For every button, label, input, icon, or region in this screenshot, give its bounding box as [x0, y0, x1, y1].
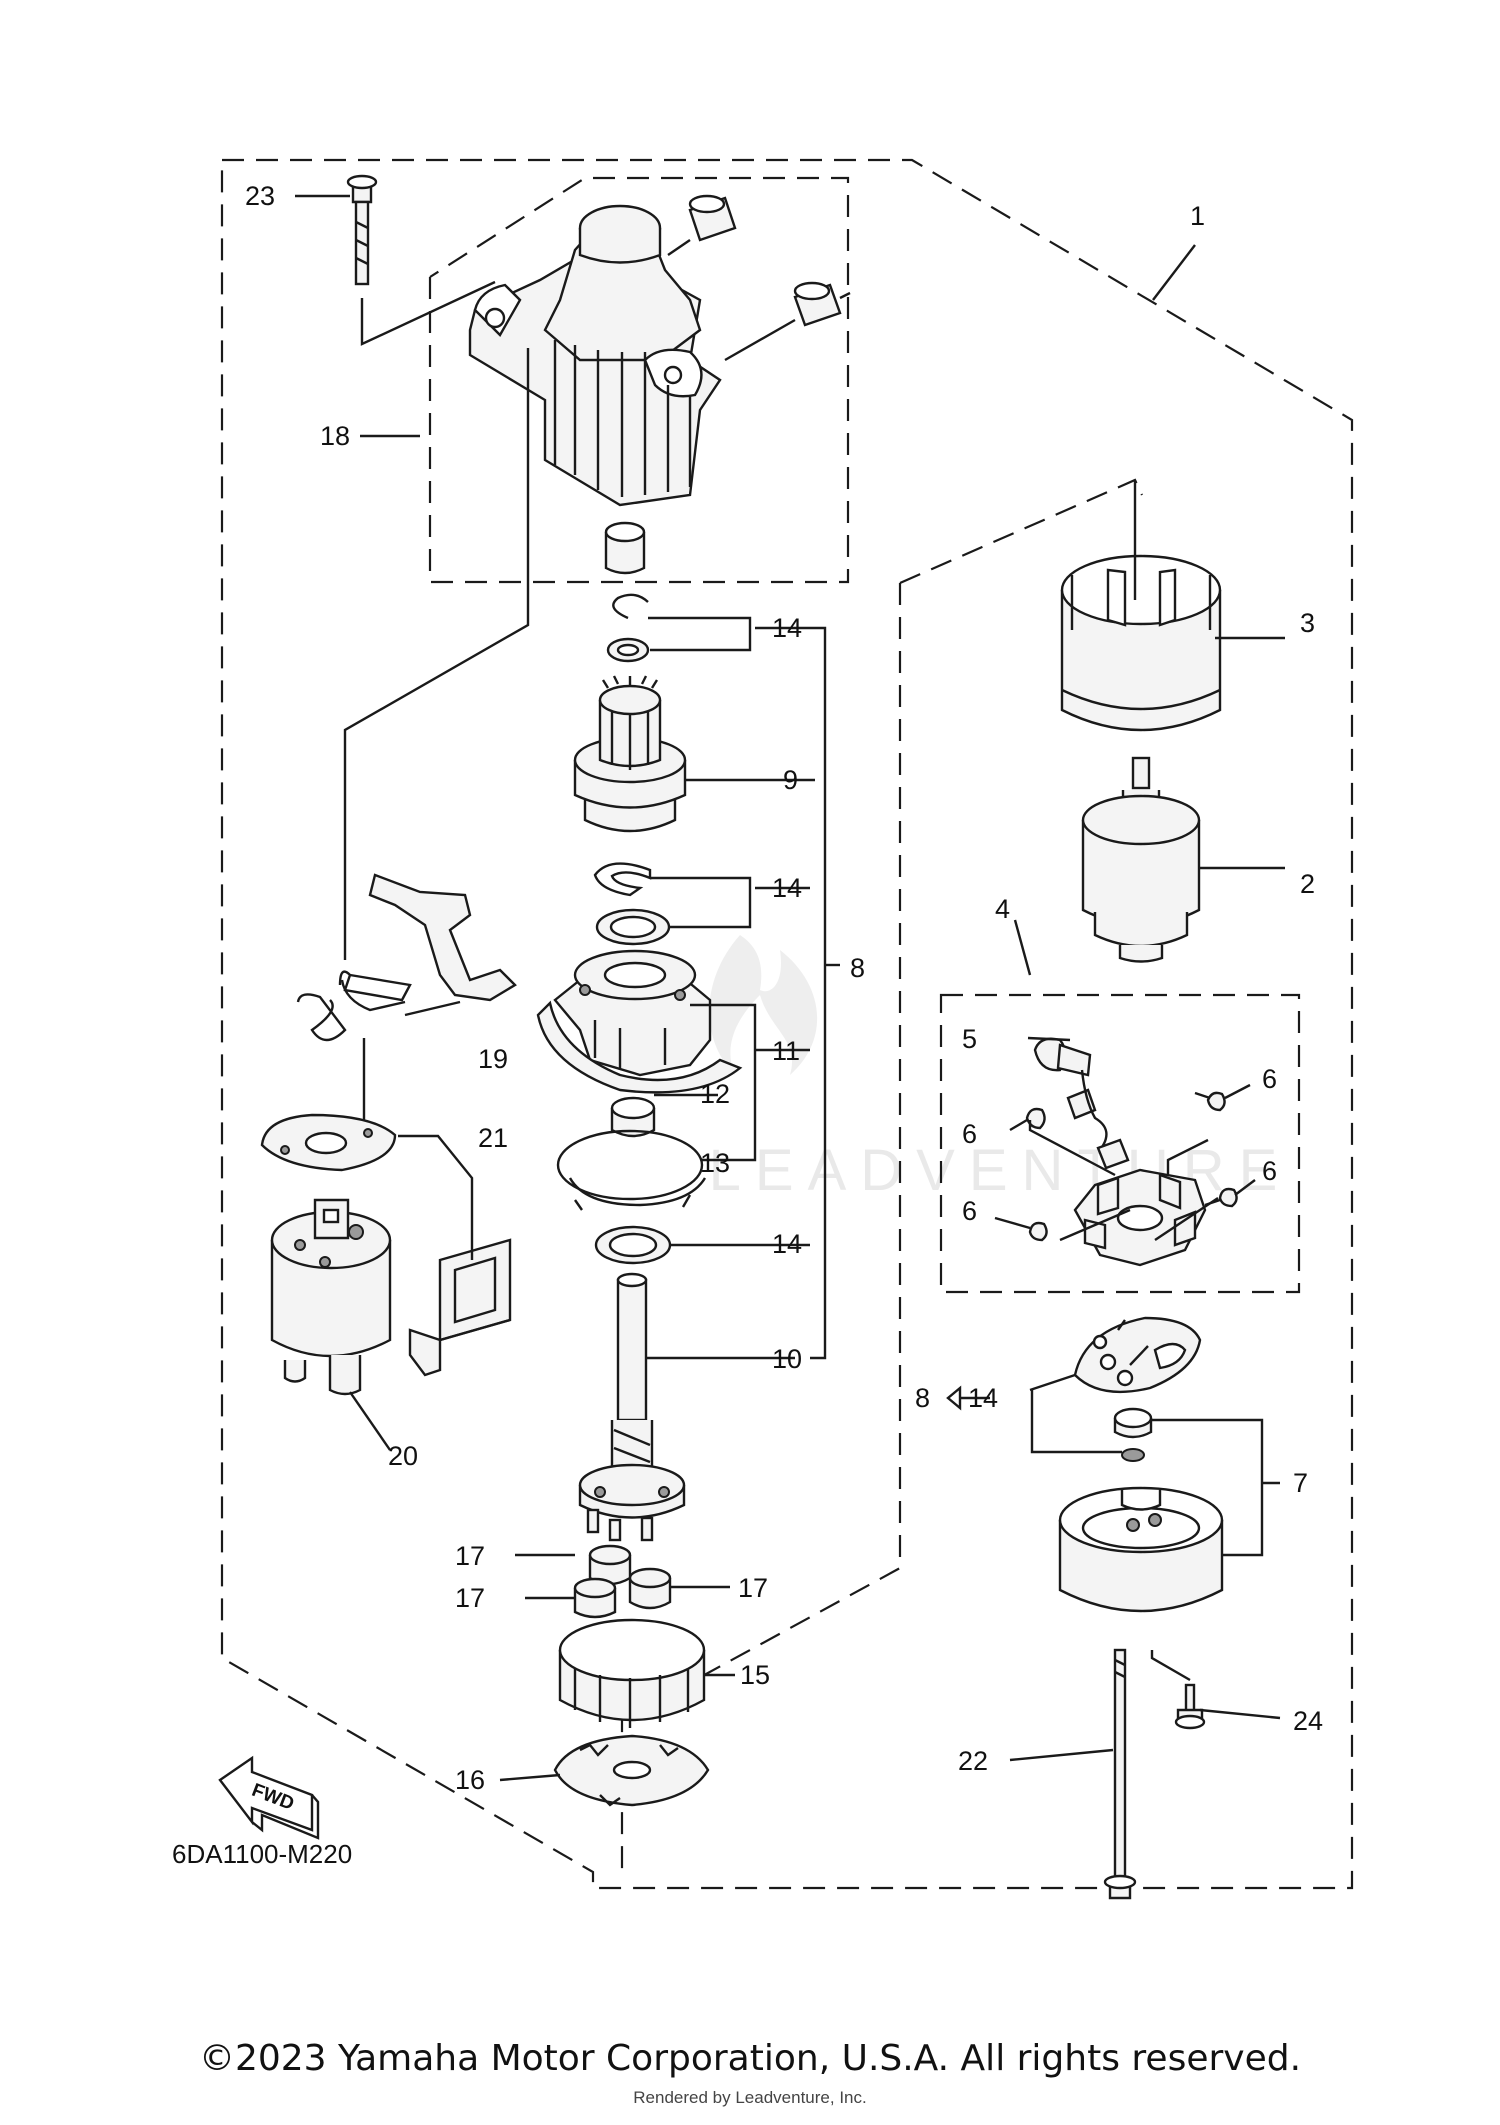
gear-case-18	[468, 204, 722, 507]
callout-6b: 6	[962, 1119, 977, 1149]
callout-21: 21	[478, 1123, 508, 1153]
rendered-by-credit: Rendered by Leadventure, Inc.	[633, 2088, 867, 2107]
callout-22: 22	[958, 1746, 988, 1776]
copyright-notice: ©2023 Yamaha Motor Corporation, U.S.A. A…	[198, 2038, 1302, 2079]
callout-labels: 1 2 3 4 5 6 6 6 6 7 8 8 9 10 11 12 13 14…	[245, 181, 1323, 1795]
callout-6d: 6	[962, 1196, 977, 1226]
shift-lever-19	[296, 873, 517, 1042]
solenoid-20	[270, 1198, 392, 1396]
bracket-21	[408, 1238, 512, 1377]
callout-3: 3	[1300, 608, 1315, 638]
bushing	[604, 521, 646, 575]
callout-1: 1	[1190, 201, 1205, 231]
callout-14d: 14	[968, 1383, 998, 1413]
shaft-10	[578, 1272, 686, 1542]
callout-7: 7	[1293, 1468, 1308, 1498]
brush-5	[1033, 1037, 1130, 1170]
o-ring-13	[556, 1129, 707, 1211]
fwd-arrow-icon: FWD	[218, 1755, 320, 1840]
clip-and-washer-14-mid	[593, 862, 671, 946]
callout-24: 24	[1293, 1706, 1323, 1736]
springs-6	[1025, 1091, 1238, 1242]
pinion-gear-9	[573, 675, 687, 833]
plate-16	[553, 1734, 710, 1807]
armature-2	[1081, 756, 1201, 963]
callout-4: 4	[995, 894, 1010, 924]
callout-14b: 14	[772, 873, 802, 903]
bolt-23	[346, 174, 378, 286]
washer-plate-14-right	[1073, 1316, 1202, 1394]
gear-case-boundary	[428, 176, 850, 584]
callout-17a: 17	[455, 1541, 485, 1571]
callout-15: 15	[740, 1660, 770, 1690]
callout-14c: 14	[772, 1229, 802, 1259]
callout-17c: 17	[738, 1573, 768, 1603]
planet-gears-17	[573, 1544, 672, 1619]
callout-23: 23	[245, 181, 275, 211]
callout-9: 9	[783, 765, 798, 795]
bracket-8	[810, 626, 827, 1360]
callout-11: 11	[772, 1036, 800, 1066]
through-bolt-22	[1103, 1648, 1137, 1900]
bushing-7	[1113, 1407, 1153, 1439]
callout-6a: 6	[1262, 1064, 1277, 1094]
washer-14-lower	[594, 1225, 672, 1265]
callout-5: 5	[962, 1024, 977, 1054]
screw-24	[1174, 1683, 1206, 1730]
seal	[1121, 1448, 1145, 1462]
callout-16: 16	[455, 1765, 485, 1795]
callout-2: 2	[1300, 869, 1315, 899]
diagram-code: 6DA1100-M220	[172, 1839, 352, 1869]
leader-lines	[295, 194, 1285, 1782]
watermark-text: LEADVENTURE	[709, 1138, 1292, 1203]
callout-10: 10	[772, 1344, 802, 1374]
callout-18: 18	[320, 421, 350, 451]
callout-19: 19	[478, 1044, 508, 1074]
callout-14a: 14	[772, 613, 802, 643]
watermark: LEADVENTURE	[709, 935, 1292, 1203]
bearing-12	[610, 1096, 656, 1138]
callout-13: 13	[700, 1148, 730, 1178]
plate-21	[260, 1113, 397, 1172]
bearing-housing-11	[536, 949, 743, 1094]
brush-holder-boundary	[939, 993, 1301, 1294]
callout-8: 8	[850, 953, 865, 983]
end-cover-7	[1058, 1486, 1224, 1613]
callout-17b: 17	[455, 1583, 485, 1613]
callout-20: 20	[388, 1441, 418, 1471]
internal-gear-15	[558, 1618, 706, 1728]
callout-8-right: 8	[915, 1383, 930, 1413]
clip-and-washer-14-top	[606, 593, 650, 663]
yoke-3	[1060, 554, 1222, 732]
dowel-sleeves	[667, 194, 851, 362]
brush-holder-4	[1073, 1168, 1207, 1267]
callout-12: 12	[700, 1079, 730, 1109]
callout-6c: 6	[1262, 1156, 1277, 1186]
